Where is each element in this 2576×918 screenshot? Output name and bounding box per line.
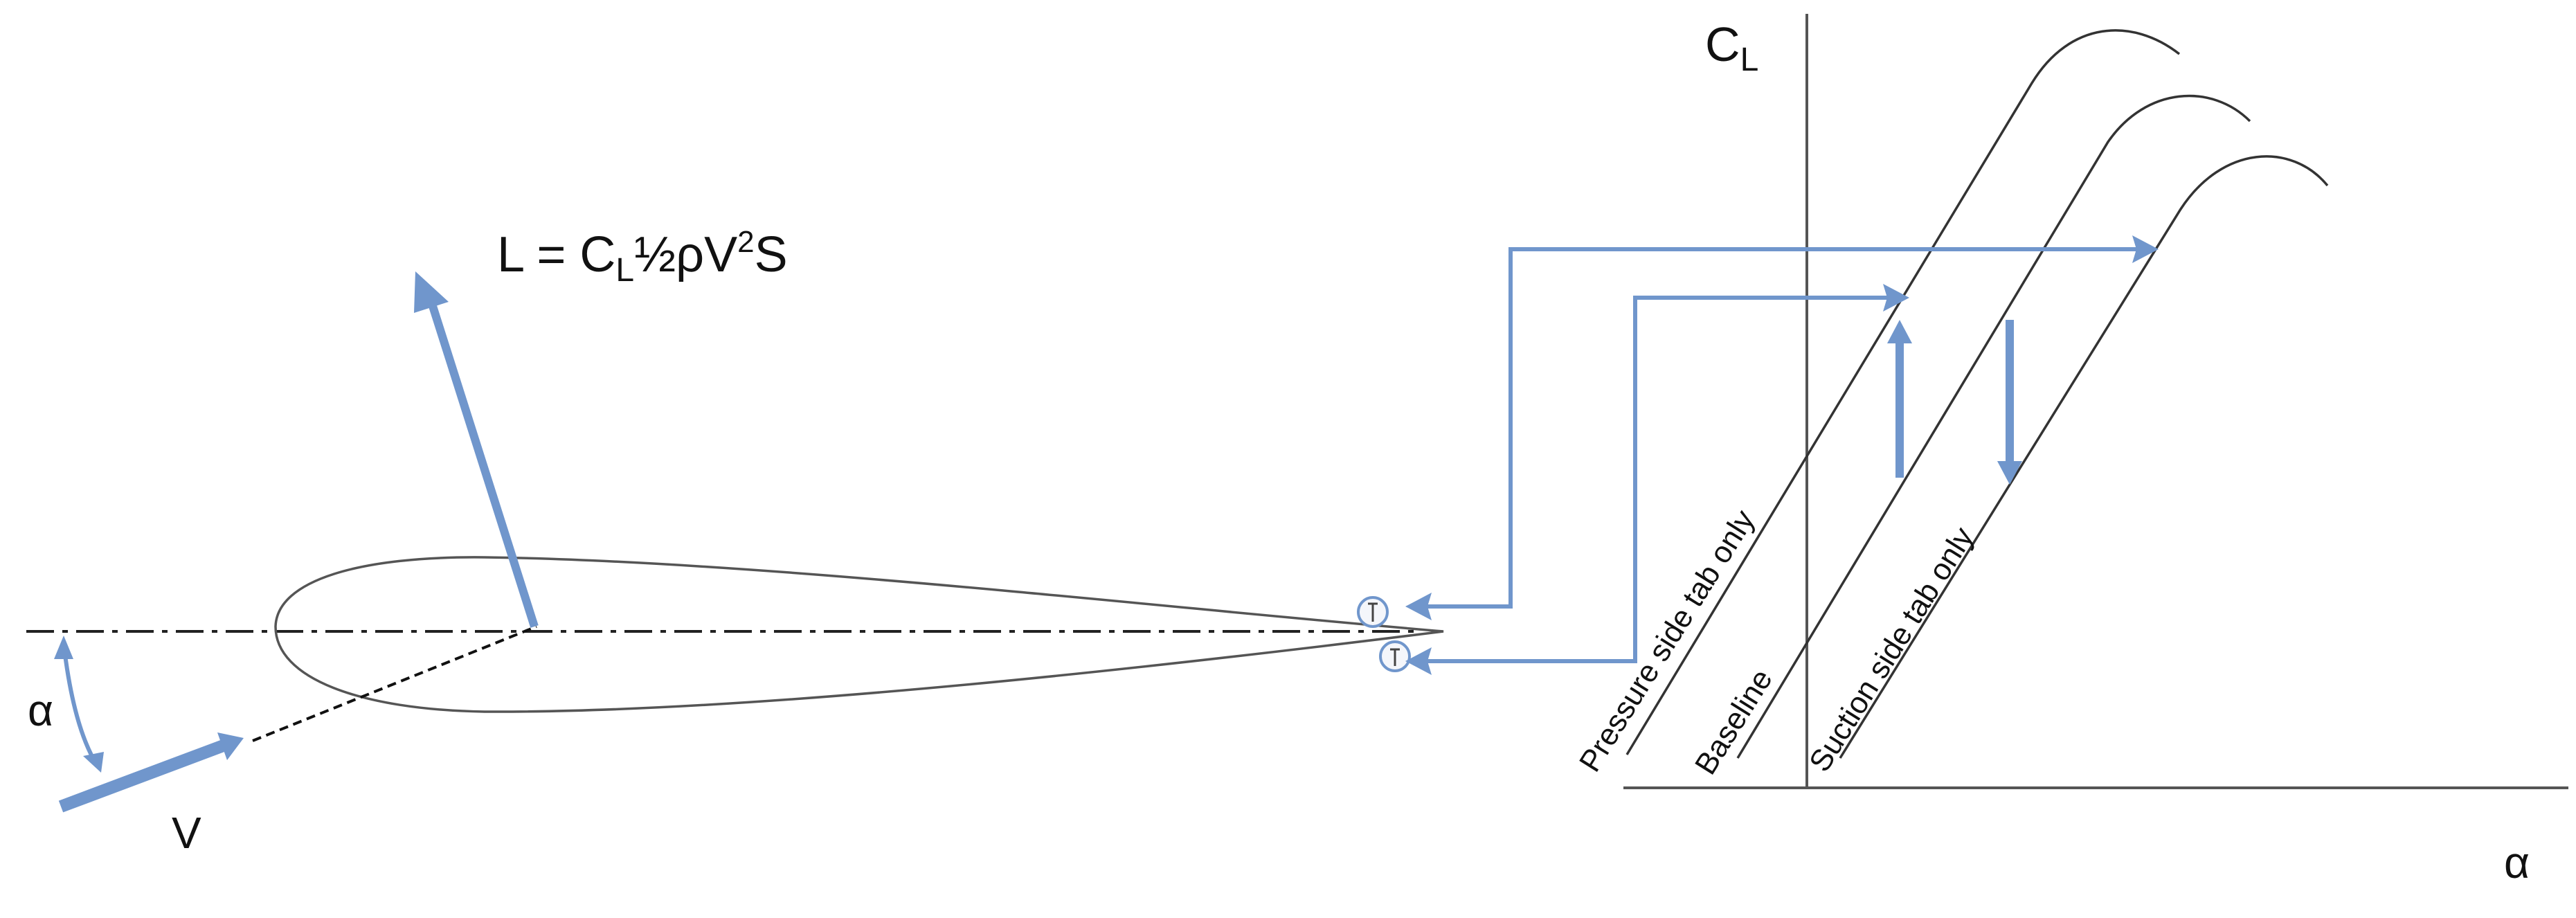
curve-baseline (1736, 94, 2251, 759)
lift-vector (424, 289, 539, 628)
curve-pressure-side (1625, 29, 2181, 755)
alpha-axis-label: α (2504, 838, 2530, 888)
velocity-label: V (172, 808, 201, 858)
top-bracket-arrow-tail (1405, 593, 1432, 620)
shift-up-bar (1895, 339, 1904, 478)
top-bracket-arrow-head (2132, 235, 2159, 263)
bottom-bracket-arrow-head (1883, 284, 1909, 312)
velocity-vector-head (217, 732, 244, 760)
lift-equation: L = CL½ρV2S (497, 225, 788, 289)
curve-suction-side (1839, 155, 2329, 759)
alpha-label: α (28, 685, 53, 735)
curve-label-baseline: Baseline (1688, 663, 1779, 780)
top-bracket-arrow (1412, 247, 2146, 609)
bottom-bracket-arrow (1412, 296, 1897, 663)
shift-down-bar (2006, 320, 2014, 465)
curve-label-suction: Suction side tab only (1803, 521, 1981, 777)
pressure-tab-marker (1357, 596, 1389, 628)
shift-up-arrow-head (1887, 320, 1912, 343)
alpha-arc (62, 643, 99, 766)
velocity-direction-line (252, 625, 537, 742)
airfoil-outline (274, 556, 1444, 713)
bottom-bracket-arrow-tail (1405, 647, 1432, 675)
shift-down-arrow-head (1997, 461, 2022, 485)
lift-vector-head (414, 271, 449, 313)
cl-axis-label: CL (1705, 17, 1758, 78)
suction-tab-marker (1379, 640, 1411, 672)
alpha-arc-head-top (54, 636, 73, 659)
alpha-arc-head-bottom (83, 752, 104, 773)
velocity-vector (58, 738, 230, 813)
